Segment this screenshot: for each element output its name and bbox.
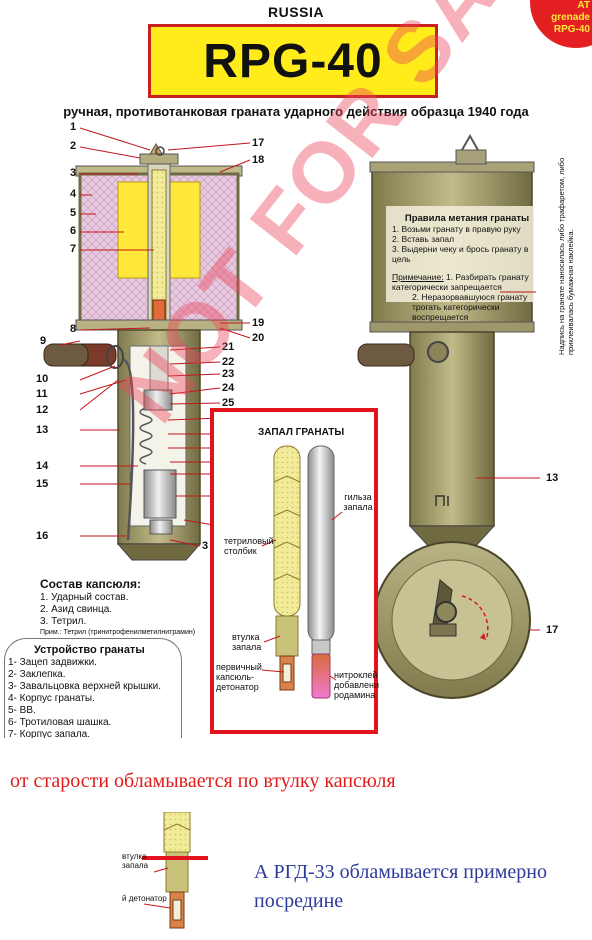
part-number: 17 — [546, 624, 559, 636]
poster-subtitle: ручная, противотанковая граната ударного… — [63, 104, 529, 119]
device-item: 6- Тротиловая шашка. — [8, 717, 112, 728]
part-number: 3 — [202, 540, 209, 552]
corner-badge-line-2: grenade — [551, 12, 590, 23]
part-number: 12 — [36, 404, 49, 416]
part-number: 15 — [36, 478, 49, 490]
external-handle — [409, 331, 495, 527]
device-legend-box — [4, 638, 182, 738]
part-number: 5 — [70, 207, 77, 219]
cropped-fuse-drawing — [142, 812, 208, 929]
part-number: 20 — [252, 332, 265, 344]
sleeve-tube — [307, 445, 335, 643]
part-number: 3 — [70, 167, 77, 179]
part-number: 11 — [36, 388, 48, 400]
fuse-label-primer: первичный капсюль-детонатор — [216, 662, 262, 692]
throwing-rules-label: Правила метания гранаты 1. Возьми гранат… — [392, 213, 542, 323]
part-number: 25 — [222, 397, 235, 409]
capsule-title: Состав капсюля: — [40, 577, 141, 591]
fuse-detail-drawing — [261, 445, 343, 699]
tnt-block — [117, 181, 149, 279]
side-note: Надпись на гранате наносилась либо трафа… — [557, 157, 575, 355]
grenade-title: RPG-40 — [203, 34, 383, 88]
part-number: 4 — [70, 188, 77, 200]
fuse-label-sleeve: гильза запала — [343, 492, 373, 512]
rules-item: 3. Выдерни чеку и брось гранату в цель — [392, 244, 529, 264]
corner-badge-line-1: AT — [577, 0, 590, 11]
corner-badge — [530, 0, 592, 48]
fuse-title: ЗАПАЛ ГРАНАТЫ — [258, 427, 345, 438]
part-number: 9 — [40, 335, 47, 347]
rgd-caption: А РГД-33 обламывается примерно посредине — [254, 861, 547, 912]
fuse-label-tetryl: тетриловый столбик — [224, 536, 274, 556]
part-number: 7 — [70, 243, 77, 255]
part-number: 10 — [36, 373, 49, 385]
part-number: 18 — [252, 154, 265, 166]
device-title: Устройство гранаты — [34, 644, 145, 656]
device-item: 3- Завальцовка верхней крышки. — [8, 681, 162, 692]
part-number: 17 — [252, 137, 265, 149]
device-item: 7- Корпус запала. — [8, 729, 90, 738]
fuse-label-nitro: нитроклей добавлени родамина — [334, 670, 380, 700]
corner-badge-line-3: RPG-40 — [553, 24, 590, 35]
part-number: 2 — [70, 140, 77, 152]
device-item: 1- Зацеп задвижки. — [8, 657, 97, 668]
capsule-item: 1. Ударный состав. — [40, 592, 129, 603]
country-label: RUSSIA — [268, 4, 324, 20]
break-caption: от старости обламывается по втулку капсю… — [10, 770, 396, 792]
part-number: 1 — [70, 121, 77, 133]
device-item: 2- Заклепка. — [8, 669, 66, 680]
part-number: 14 — [36, 460, 49, 472]
part-number: 6 — [70, 225, 77, 237]
part-number: 21 — [222, 341, 235, 353]
part-number: 16 — [36, 530, 49, 542]
capsule-note: Прим.: Тетрил (тринитрофенилметилнитрами… — [40, 629, 196, 636]
part-number: 23 — [222, 368, 235, 380]
crop-label-detonator: й детонатор — [122, 894, 167, 903]
capsule-item: 3. Тетрил. — [40, 616, 87, 627]
capsule-item: 2. Азид свинца. — [40, 604, 113, 615]
title-banner: RPG-40 — [148, 24, 438, 98]
part-number: 13 — [36, 424, 49, 436]
device-item: 4- Корпус гранаты. — [8, 693, 95, 704]
part-number: 13 — [546, 472, 559, 484]
rules-title: Правила метания гранаты — [404, 213, 530, 224]
tetryl-tube — [273, 445, 301, 617]
part-number: 24 — [222, 382, 235, 394]
fuse-label-bushing: втулка запала — [232, 632, 262, 652]
rules-item: 1. Возьми гранату в правую руку — [392, 224, 521, 234]
part-number: 19 — [252, 317, 265, 329]
rules-item: 2. Вставь запал — [392, 234, 455, 244]
device-item: 5- ВВ. — [8, 705, 36, 716]
corner-badge-text: AT grenade RPG-40 — [530, 0, 590, 36]
part-number: 22 — [222, 356, 235, 368]
crop-label-sleeve: втулка запала — [122, 852, 149, 870]
rules-note-item: 1. Разбирать гранату категорически запре… — [392, 272, 529, 292]
part-number: 8 — [70, 323, 77, 335]
rules-note-label: Примечание: — [392, 272, 444, 282]
rules-note-item: 2. Неразорвавшуюся гранату трогать катег… — [412, 292, 528, 322]
